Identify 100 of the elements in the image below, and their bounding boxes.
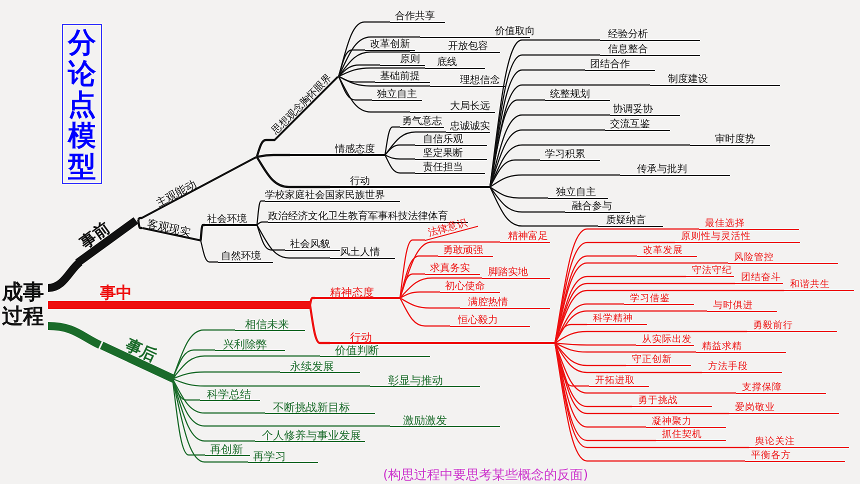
branch-topic: 精益求精 bbox=[696, 342, 786, 353]
branch-topic: 激励激发 bbox=[390, 414, 500, 427]
branch-line bbox=[554, 342, 636, 346]
branch-line bbox=[554, 330, 747, 344]
branch-topic: 守正创新 bbox=[626, 355, 691, 366]
branch-topic: 再创新 bbox=[205, 444, 250, 456]
branch-line bbox=[256, 224, 285, 251]
branch-topic: 交流互鉴 bbox=[605, 118, 670, 131]
branch-topic: 学校家庭社会国家民族世界 bbox=[265, 190, 400, 202]
branch-line bbox=[172, 378, 255, 442]
branch-topic: 审时度势 bbox=[690, 134, 770, 146]
branch-line bbox=[172, 378, 248, 463]
branch-topic: 勇敢顽强 bbox=[438, 244, 493, 257]
branch-topic: 思想观念胸怀眼界 bbox=[266, 68, 339, 142]
branch-topic: 原则 bbox=[380, 54, 425, 66]
branch-topic: 支撑保障 bbox=[736, 382, 826, 394]
branch-topic: 客观现实 bbox=[142, 217, 204, 242]
branch-topic: 相信未来 bbox=[235, 318, 305, 331]
branch-topic: 兴利除弊 bbox=[215, 338, 285, 351]
branch-topic: 基础前提 bbox=[375, 70, 430, 83]
branch-line bbox=[400, 291, 440, 299]
branch-topic: 科学总结 bbox=[200, 388, 260, 401]
branch-line bbox=[554, 342, 656, 442]
branch-topic: 风土人情 bbox=[330, 246, 395, 259]
branch-topic: 从实际出发 bbox=[636, 334, 694, 346]
branch-topic: 勇于挑战 bbox=[632, 396, 712, 408]
branch-topic: 爱岗敬业 bbox=[729, 403, 839, 414]
branch-topic: 独立自主 bbox=[548, 186, 608, 199]
branch-topic: 统整规划 bbox=[545, 88, 610, 101]
branch-line bbox=[400, 297, 460, 309]
branch-topic: 价值判断 bbox=[320, 344, 430, 357]
branch-topic: 团结合作 bbox=[585, 58, 655, 71]
branch-topic: 理想信念 bbox=[430, 74, 505, 87]
branch-line bbox=[384, 154, 415, 160]
branch-topic: 合作共享 bbox=[390, 10, 445, 23]
branch-line bbox=[338, 21, 390, 77]
branch-topic: 社会环境 bbox=[205, 214, 257, 226]
branch-topic: 改革发展 bbox=[637, 246, 697, 257]
branch-line bbox=[554, 342, 702, 374]
branch-line bbox=[48, 322, 102, 349]
branch-line bbox=[256, 224, 330, 259]
branch-line bbox=[554, 342, 696, 353]
note-text: (构思过程中要思考某些概念的反面) bbox=[383, 468, 588, 483]
root-topic: 成事过程 bbox=[2, 280, 48, 328]
branch-topic: 科学精神 bbox=[587, 314, 647, 326]
branch-topic: 传承与批判 bbox=[620, 164, 730, 176]
branch-line bbox=[554, 324, 587, 344]
branch-line bbox=[490, 174, 620, 188]
branch-line bbox=[338, 51, 410, 77]
branch-topic: 事后 bbox=[100, 327, 183, 383]
branch-topic: 协调妥协 bbox=[610, 104, 680, 116]
branch-topic: 脚踏实地 bbox=[482, 266, 550, 279]
branch-topic: 情感态度 bbox=[290, 144, 385, 156]
branch-topic: 大局长远 bbox=[410, 100, 495, 113]
branch-topic: 底线 bbox=[425, 56, 485, 69]
branch-topic: 勇气意志 bbox=[400, 116, 444, 128]
branch-topic: 融合参与 bbox=[565, 200, 630, 213]
branch-line bbox=[384, 131, 446, 156]
branch-topic: 学习借鉴 bbox=[624, 294, 694, 305]
branch-topic: 凝神聚力 bbox=[646, 416, 726, 428]
branch-line bbox=[137, 216, 142, 220]
branch-line bbox=[308, 304, 330, 344]
branch-topic: 忠诚诚实 bbox=[446, 120, 490, 133]
branch-topic: 满腔热情 bbox=[460, 296, 550, 309]
branch-topic: 和谐共生 bbox=[784, 280, 854, 292]
branch-topic: 求真务实 bbox=[425, 262, 480, 275]
branch-line bbox=[172, 378, 370, 387]
branch-line bbox=[200, 224, 205, 241]
branch-line bbox=[554, 310, 707, 344]
branch-topic: 平衡各方 bbox=[745, 450, 845, 462]
branch-line bbox=[48, 258, 83, 292]
branch-line bbox=[48, 301, 90, 309]
branch-topic: 彰显与推动 bbox=[370, 374, 480, 387]
branch-line bbox=[256, 200, 265, 226]
branch-line bbox=[256, 221, 268, 226]
branch-topic: 行动 bbox=[330, 332, 555, 344]
branch-line bbox=[200, 240, 218, 263]
branch-line bbox=[384, 154, 415, 174]
branch-line bbox=[489, 144, 690, 188]
branch-topic: 经验分析 bbox=[600, 28, 700, 41]
branch-topic: 开放包容 bbox=[410, 40, 500, 53]
branch-line bbox=[338, 67, 425, 77]
branch-topic: 再学习 bbox=[248, 450, 318, 463]
branch-line bbox=[489, 114, 610, 188]
branch-topic: 恒心毅力 bbox=[450, 314, 530, 327]
branch-line bbox=[489, 186, 598, 227]
branch-line bbox=[489, 129, 605, 188]
branch-line bbox=[490, 186, 565, 213]
branch-topic: 个人修养与事业发展 bbox=[255, 430, 365, 442]
branch-line bbox=[256, 138, 275, 158]
branch-topic: 事前 bbox=[66, 204, 138, 266]
branch-topic: 改革创新 bbox=[365, 38, 415, 51]
branch-line bbox=[399, 273, 425, 298]
branch-topic: 责任担当 bbox=[415, 162, 485, 174]
branch-topic: 坚定果断 bbox=[415, 148, 487, 160]
branch-topic: 舆论关注 bbox=[749, 437, 849, 448]
branch-topic: 守法守纪 bbox=[686, 266, 734, 278]
branch-line bbox=[137, 220, 142, 230]
branch-topic: 抓住契机 bbox=[656, 430, 726, 442]
branch-topic: 精神富足 bbox=[500, 230, 550, 243]
